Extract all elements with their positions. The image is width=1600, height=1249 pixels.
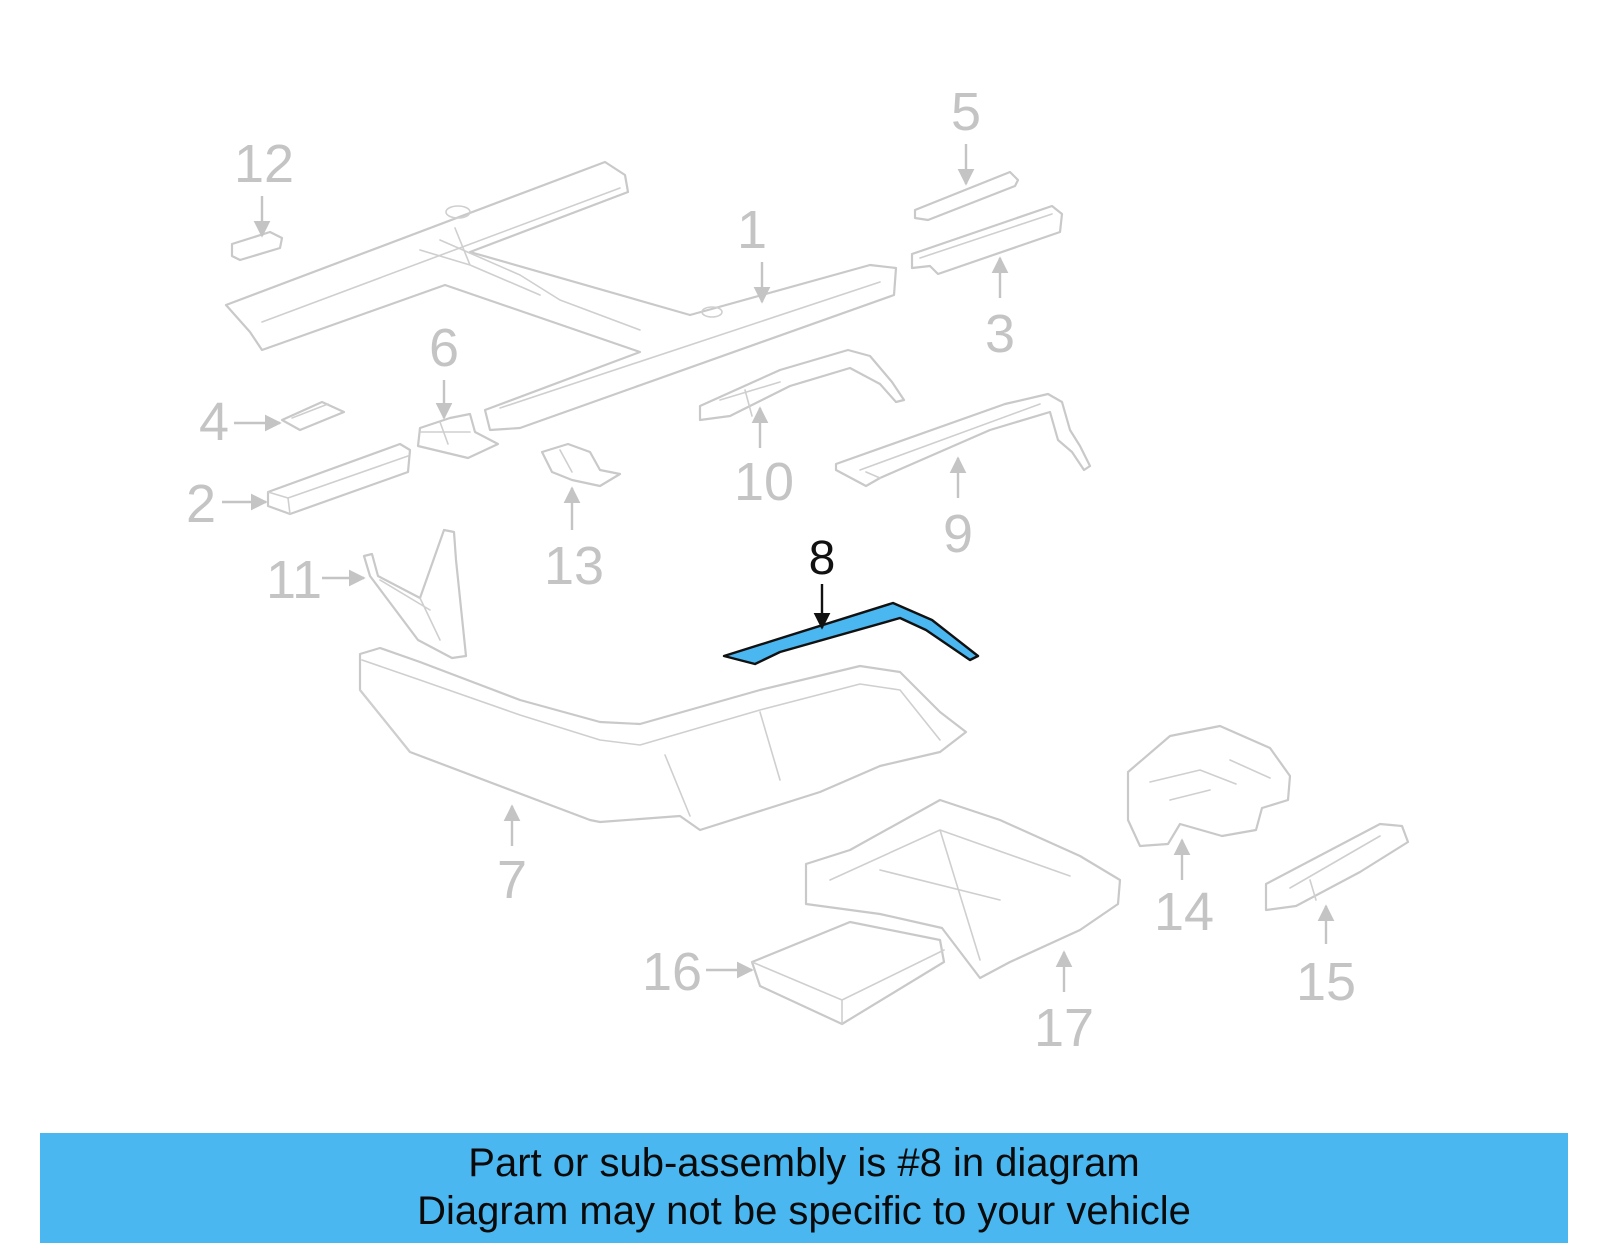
part-12-cap [230, 230, 284, 262]
callout-6: 6 [429, 318, 459, 420]
callout-1: 1 [737, 200, 771, 304]
part-11-gusset [362, 528, 468, 660]
part-9-side-rail [834, 392, 1092, 488]
part-17-floor-pan [804, 798, 1122, 980]
part-1-frame-rail [224, 160, 898, 432]
callout-12: 12 [234, 134, 294, 238]
part-6-bracket [416, 412, 500, 460]
svg-text:10: 10 [734, 452, 794, 512]
banner-line-disclaimer: Diagram may not be specific to your vehi… [417, 1189, 1191, 1233]
info-banner: Part or sub-assembly is #8 in diagram Di… [40, 1133, 1568, 1243]
svg-text:2: 2 [186, 474, 216, 534]
part-10-bracket [698, 348, 906, 422]
callout-2: 2 [186, 474, 268, 534]
callout-4: 4 [199, 392, 282, 452]
part-2-bracket [266, 442, 412, 516]
part-4-plate [280, 400, 346, 432]
callout-15: 15 [1296, 904, 1356, 1012]
callout-5: 5 [951, 82, 981, 186]
parts-diagram: 1 2 3 4 5 6 7 8 9 10 11 12 [186, 82, 1410, 1058]
svg-text:9: 9 [943, 504, 973, 564]
part-14-assembly [1126, 724, 1292, 848]
callout-9: 9 [943, 456, 973, 564]
svg-text:11: 11 [266, 550, 322, 610]
svg-text:5: 5 [951, 82, 981, 142]
callout-11: 11 [266, 550, 366, 610]
svg-text:1: 1 [737, 200, 767, 260]
callout-14: 14 [1154, 838, 1214, 942]
svg-text:7: 7 [497, 850, 527, 910]
part-8-highlighted [722, 601, 980, 666]
part-3-reinforcement [910, 204, 1064, 276]
callout-3: 3 [985, 256, 1015, 364]
callout-17: 17 [1034, 950, 1094, 1058]
svg-text:12: 12 [234, 134, 294, 194]
svg-text:17: 17 [1034, 998, 1094, 1058]
part-13-mount [540, 442, 622, 488]
svg-text:3: 3 [985, 304, 1015, 364]
svg-text:16: 16 [642, 942, 702, 1002]
svg-text:14: 14 [1154, 882, 1214, 942]
svg-text:8: 8 [809, 532, 836, 585]
svg-text:15: 15 [1296, 952, 1356, 1012]
part-16-tray [750, 920, 946, 1026]
banner-line-part: Part or sub-assembly is #8 in diagram [468, 1141, 1140, 1185]
callout-16: 16 [642, 942, 754, 1002]
callout-13: 13 [544, 486, 604, 596]
callout-10: 10 [734, 406, 794, 512]
callout-8: 8 [809, 532, 836, 630]
svg-text:13: 13 [544, 536, 604, 596]
svg-text:4: 4 [199, 392, 229, 452]
part-15-bracket [1264, 822, 1410, 912]
callout-7: 7 [497, 804, 527, 910]
part-7-panel [358, 646, 968, 832]
svg-text:6: 6 [429, 318, 459, 378]
part-5-strip [913, 170, 1020, 222]
